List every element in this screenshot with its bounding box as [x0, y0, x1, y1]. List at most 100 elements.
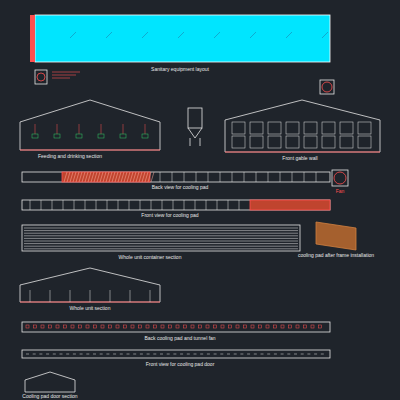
drawing-stroke [107, 200, 108, 210]
drawing-stroke [160, 172, 161, 182]
drawing-box [49, 325, 52, 328]
drawing-box [236, 325, 239, 328]
drawing-stroke [70, 32, 76, 38]
drawing-box [322, 136, 335, 148]
drawing-stroke [214, 32, 220, 38]
drawing-stroke [130, 290, 131, 302]
drawing-stroke [267, 354, 270, 355]
drawing-stroke [70, 172, 73, 182]
drawing-stroke [50, 290, 51, 302]
drawing-box [124, 325, 127, 328]
drawing-stroke [63, 200, 64, 210]
drawing-stroke [321, 354, 324, 355]
drawing-stroke [41, 200, 42, 210]
drawing-stroke [70, 290, 71, 302]
drawing-caption: Front gable wall [282, 155, 317, 161]
drawing-box [56, 325, 59, 328]
drawing-box [304, 136, 317, 148]
drawing-box [214, 325, 217, 328]
drawing-box [120, 134, 126, 138]
drawing-stroke [24, 230, 298, 231]
drawing-stroke [110, 290, 111, 302]
drawing-caption: Fan [336, 188, 345, 194]
drawing-stroke [232, 172, 233, 182]
drawing-stroke [91, 172, 94, 182]
drawing-stroke [24, 228, 298, 229]
drawing-box [161, 325, 164, 328]
drawing-stroke [121, 172, 124, 182]
drawing-box [340, 122, 353, 134]
drawing-stroke [196, 172, 197, 182]
drawing-box [26, 325, 29, 328]
drawing-stroke [220, 172, 221, 182]
drawing-box [286, 136, 299, 148]
drawing-box [71, 325, 74, 328]
drawing-box [358, 122, 371, 134]
drawing-box [296, 325, 299, 328]
drawing-box [229, 325, 232, 328]
drawing-stroke [294, 354, 297, 355]
drawing-stroke [86, 354, 89, 355]
drawing-stroke [140, 354, 143, 355]
drawing-stroke [287, 354, 290, 355]
drawing-stroke [24, 246, 298, 247]
drawing-stroke [207, 354, 210, 355]
drawing-stroke [118, 172, 121, 182]
drawing-box [281, 325, 284, 328]
drawing-stroke [286, 32, 292, 38]
drawing-stroke [220, 354, 223, 355]
drawing-box [250, 136, 263, 148]
drawing-stroke [112, 172, 115, 182]
drawing-box [109, 325, 112, 328]
drawing-stroke [53, 354, 56, 355]
drawing-box [54, 134, 60, 138]
drawing-stroke [172, 172, 173, 182]
drawing-stroke [103, 172, 106, 182]
drawing-box [221, 325, 224, 328]
drawing-stroke [106, 354, 109, 355]
drawing-stroke [147, 354, 150, 355]
drawing-stroke [109, 172, 112, 182]
drawing-stroke [160, 354, 163, 355]
drawing-stroke [162, 200, 163, 210]
drawing-box [64, 325, 67, 328]
drawing-stroke [304, 172, 305, 182]
drawing-stroke [129, 200, 130, 210]
drawing-stroke [239, 200, 240, 210]
drawing-caption: Feeding and drinking section [38, 153, 102, 159]
drawing-box [101, 325, 104, 328]
drawing-stroke [184, 200, 185, 210]
drawing-stroke [133, 172, 136, 182]
drawing-stroke [200, 354, 203, 355]
drawing-stroke [281, 354, 284, 355]
drawing-stroke [145, 124, 146, 134]
drawing-stroke [90, 290, 91, 302]
drawing-stroke [33, 354, 36, 355]
drawing-box [131, 325, 134, 328]
drawing-box [311, 325, 314, 328]
drawing-stroke [64, 172, 67, 182]
drawing-box [232, 136, 245, 148]
drawing-stroke [24, 243, 298, 244]
drawing-caption: Back view for cooling pad [152, 184, 209, 190]
drawing-box [34, 325, 37, 328]
drawing-stroke [151, 200, 152, 210]
drawing-box [191, 325, 194, 328]
drawing-box [304, 325, 307, 328]
drawing-stroke [30, 290, 31, 302]
drawing-box [358, 136, 371, 148]
drawing-stroke [256, 172, 257, 182]
drawing-stroke [24, 241, 298, 242]
drawing-stroke [148, 172, 151, 182]
drawing-stroke [167, 354, 170, 355]
drawing-box [259, 325, 262, 328]
drawing-stroke [268, 172, 269, 182]
drawing-stroke [244, 172, 245, 182]
drawing-stroke [322, 32, 328, 38]
drawing-stroke [173, 200, 174, 210]
drawing-box [251, 325, 254, 328]
drawing-stroke [178, 32, 184, 38]
drawing-caption: Front view for cooling pad door [146, 361, 215, 367]
drawing-stroke [120, 354, 123, 355]
drawing-stroke [133, 354, 136, 355]
